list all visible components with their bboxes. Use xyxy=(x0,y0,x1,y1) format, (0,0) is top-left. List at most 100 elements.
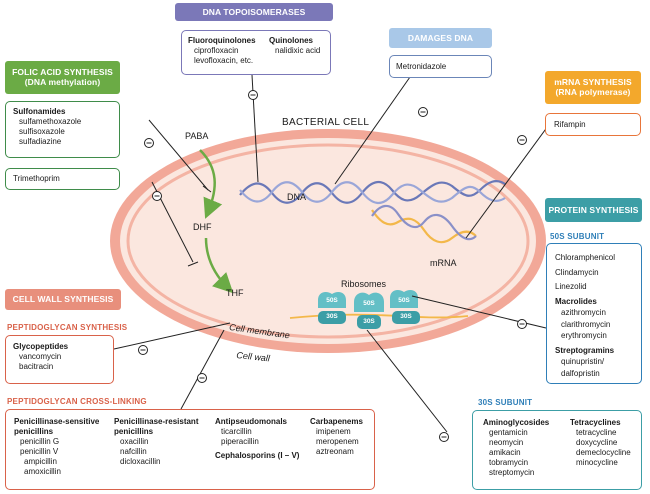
ribosome-2-30s: 30S xyxy=(363,318,375,325)
penicillinase-sensitive-title-1: Penicillinase-sensitive xyxy=(14,417,100,426)
dhf-to-thf-arrow xyxy=(204,237,234,294)
clarithromycin: clarithromycin xyxy=(561,319,611,329)
paba-label: PABA xyxy=(185,131,209,141)
metronidazole: Metronidazole xyxy=(396,62,447,71)
damages-dna-header: DAMAGES DNA xyxy=(389,28,492,48)
chloramphenicol: Chloramphenicol xyxy=(555,253,616,262)
mrna-synthesis-subtitle: (RNA polymerase) xyxy=(555,87,631,97)
glycopeptides-title: Glycopeptides xyxy=(13,342,69,351)
folic-acid-subtitle: (DNA methylation) xyxy=(24,77,101,87)
macrolides-title: Macrolides xyxy=(555,296,597,306)
minocycline: minocycline xyxy=(576,458,618,467)
penicillinase-resistant-title-2: penicillins xyxy=(114,427,154,436)
tetracycline: tetracycline xyxy=(576,428,617,437)
streptogramins-title: Streptogramins xyxy=(555,345,615,355)
ribosome-1-30s: 30S xyxy=(326,313,338,320)
30s-subunit-label: 30S SUBUNIT xyxy=(478,398,533,407)
nafcillin: nafcillin xyxy=(120,447,147,456)
ampicillin: ampicillin xyxy=(24,457,57,466)
amoxicillin: amoxicillin xyxy=(24,467,61,476)
mrna-synthesis-header: mRNA SYNTHESIS (RNA polymerase) xyxy=(545,71,641,104)
dna-label: DNA xyxy=(287,192,307,202)
ribosome-3 xyxy=(390,290,420,324)
sulfonamides-title: Sulfonamides xyxy=(13,107,66,116)
amikacin: amikacin xyxy=(489,448,521,457)
thf-label: THF xyxy=(226,288,244,298)
50s-subunit-box: Chloramphenicol Clindamycin Linezolid Ma… xyxy=(546,243,642,384)
fluoroquinolones-title: Fluoroquinolones xyxy=(188,36,256,45)
cephalosporins-title: Cephalosporins (I – V) xyxy=(215,451,300,460)
tetracyclines-title: Tetracyclines xyxy=(570,418,621,427)
vancomycin: vancomycin xyxy=(19,352,62,361)
gentamicin: gentamicin xyxy=(489,428,528,437)
rifampin: Rifampin xyxy=(554,120,586,129)
carbapenems-title: Carbapenems xyxy=(310,417,363,426)
piperacillin: piperacillin xyxy=(221,437,259,446)
dicloxacillin: dicloxacillin xyxy=(120,457,161,466)
doxycycline: doxycycline xyxy=(576,438,618,447)
dalfopristin: dalfopristin xyxy=(561,368,600,378)
crosslinking-box: Penicillinase-sensitive penicillins peni… xyxy=(5,409,375,490)
quinolones-drugs: nalidixic acid xyxy=(275,46,321,55)
sulfadiazine: sulfadiazine xyxy=(19,137,62,146)
rifampin-box: Rifampin xyxy=(545,113,641,136)
cell-wall-synthesis-header: CELL WALL SYNTHESIS xyxy=(5,289,121,310)
bacitracin: bacitracin xyxy=(19,362,54,371)
ribosome-3-50s: 50S xyxy=(398,297,410,304)
dna-topoisomerases-header: DNA TOPOISOMERASES xyxy=(175,3,333,21)
ribosome-2-50s: 50S xyxy=(363,300,375,307)
penicillin-v: penicillin V xyxy=(20,447,59,456)
imipenem: imipenem xyxy=(316,427,351,436)
paba-to-dhf-arrow xyxy=(199,149,223,219)
peptidoglycan-synthesis-label: PEPTIDOGLYCAN SYNTHESIS xyxy=(7,323,128,332)
neomycin: neomycin xyxy=(489,438,524,447)
clindamycin: Clindamycin xyxy=(555,267,599,277)
sulfisoxazole: sulfisoxazole xyxy=(19,127,65,136)
mrna-synthesis-title: mRNA SYNTHESIS xyxy=(554,77,632,87)
ribosome-3-30s: 30S xyxy=(400,313,412,320)
ribosomes-label: Ribosomes xyxy=(341,279,387,289)
erythromycin: erythromycin xyxy=(561,331,607,340)
sulfonamides-box: Sulfonamides sulfamethoxazole sulfisoxaz… xyxy=(5,101,120,158)
demeclocycline: demeclocycline xyxy=(576,448,631,457)
bacterial-cell-title: BACTERIAL CELL xyxy=(282,117,370,128)
glycopeptides-box: Glycopeptides vancomycin bacitracin xyxy=(5,335,114,384)
30s-subunit-box: Aminoglycosides gentamicin neomycin amik… xyxy=(472,410,642,490)
ticarcillin: ticarcillin xyxy=(221,427,252,436)
folic-acid-header: FOLIC ACID SYNTHESIS (DNA methylation) xyxy=(5,61,120,94)
folic-acid-title: FOLIC ACID SYNTHESIS xyxy=(12,67,113,77)
mrna-strand xyxy=(371,204,477,244)
oxacillin: oxacillin xyxy=(120,437,149,446)
aminoglycosides-title: Aminoglycosides xyxy=(483,418,550,427)
quinolones-title: Quinolones xyxy=(269,36,313,45)
dhf-label: DHF xyxy=(193,222,212,232)
meropenem: meropenem xyxy=(316,437,359,446)
aztreonam: aztreonam xyxy=(316,447,354,456)
ribosome-1-50s: 50S xyxy=(326,297,338,304)
tobramycin: tobramycin xyxy=(489,458,529,467)
trimethoprim-box: Trimethoprim xyxy=(5,168,120,190)
damages-dna-box: Metronidazole xyxy=(389,55,492,78)
peptidoglycan-crosslinking-label: PEPTIDOGLYCAN CROSS-LINKING xyxy=(7,397,147,406)
ribosome-1 xyxy=(318,292,346,324)
inhibition-markers xyxy=(138,90,527,442)
penicillinase-sensitive-title-2: penicillins xyxy=(14,427,54,436)
mrna-label: mRNA xyxy=(430,258,457,268)
antipseudomonals-title: Antipseudomonals xyxy=(215,417,288,426)
azithromycin: azithromycin xyxy=(561,308,606,317)
quinupristin: quinupristin/ xyxy=(561,357,605,366)
dna-topoisomerases-box: Fluoroquinolones ciprofloxacin levofloxa… xyxy=(181,30,331,75)
50s-subunit-label: 50S SUBUNIT xyxy=(550,232,605,241)
linezolid: Linezolid xyxy=(555,282,587,291)
ribosome-2 xyxy=(354,292,384,329)
penicillin-g: penicillin G xyxy=(20,437,60,446)
sulfamethoxazole: sulfamethoxazole xyxy=(19,117,82,126)
dna-helix xyxy=(239,180,506,204)
streptomycin: streptomycin xyxy=(489,468,535,477)
penicillinase-resistant-title-1: Penicillinase-resistant xyxy=(114,417,199,426)
protein-synthesis-header: PROTEIN SYNTHESIS xyxy=(545,198,642,222)
trimethoprim: Trimethoprim xyxy=(13,174,60,183)
fluoroquinolones-drugs: ciprofloxacin levofloxacin, etc. xyxy=(194,46,254,65)
